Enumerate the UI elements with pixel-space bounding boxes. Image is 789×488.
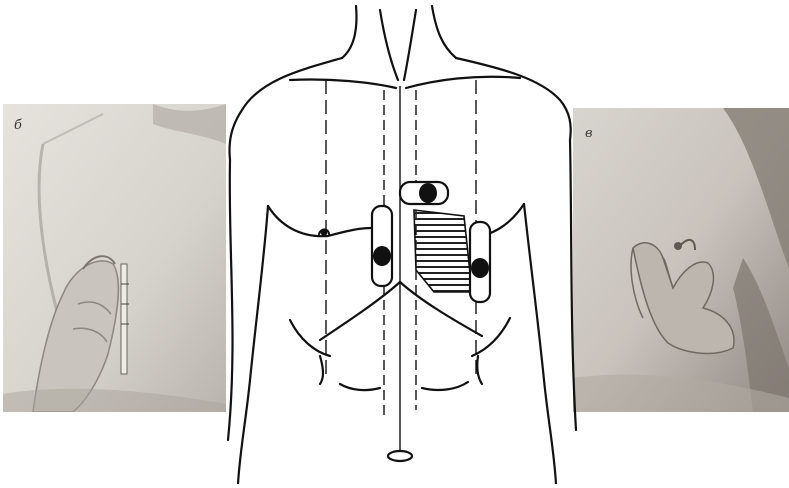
torso-diagram xyxy=(220,0,580,484)
hand-percussion-photo-icon xyxy=(3,104,226,412)
right-lower-abdomen xyxy=(422,382,468,390)
right-clavicle xyxy=(406,77,520,88)
left-flank xyxy=(320,356,323,384)
right-abdomen-line xyxy=(472,318,510,356)
marker-left-dot xyxy=(373,246,391,266)
neck-muscle-right xyxy=(404,10,416,80)
left-photo-panel xyxy=(3,104,226,412)
right-photo-panel xyxy=(573,108,789,412)
left-lower-abdomen xyxy=(340,384,380,390)
panel-label-v: в xyxy=(585,126,593,141)
left-costal-arch xyxy=(320,282,400,340)
finger-percussion-photo-icon xyxy=(573,108,789,412)
right-shoulder xyxy=(456,58,571,140)
neck-left-line xyxy=(342,6,356,58)
marker-top-dot xyxy=(419,183,437,203)
left-clavicle xyxy=(290,79,396,88)
right-arm-inner xyxy=(524,204,556,484)
marker-right-dot xyxy=(471,258,489,278)
left-arm-outer xyxy=(228,160,233,440)
cardiac-dullness-area xyxy=(414,210,472,292)
left-arm-inner xyxy=(238,206,268,484)
navel xyxy=(388,451,412,461)
left-shoulder xyxy=(230,58,343,160)
neck-right-line xyxy=(432,6,456,58)
right-flank xyxy=(477,356,482,384)
panel-label-b: б xyxy=(14,118,22,133)
right-arm-outer xyxy=(570,140,576,430)
torso-percussion-diagram-icon xyxy=(220,0,580,484)
neck-muscle-left xyxy=(380,10,398,80)
